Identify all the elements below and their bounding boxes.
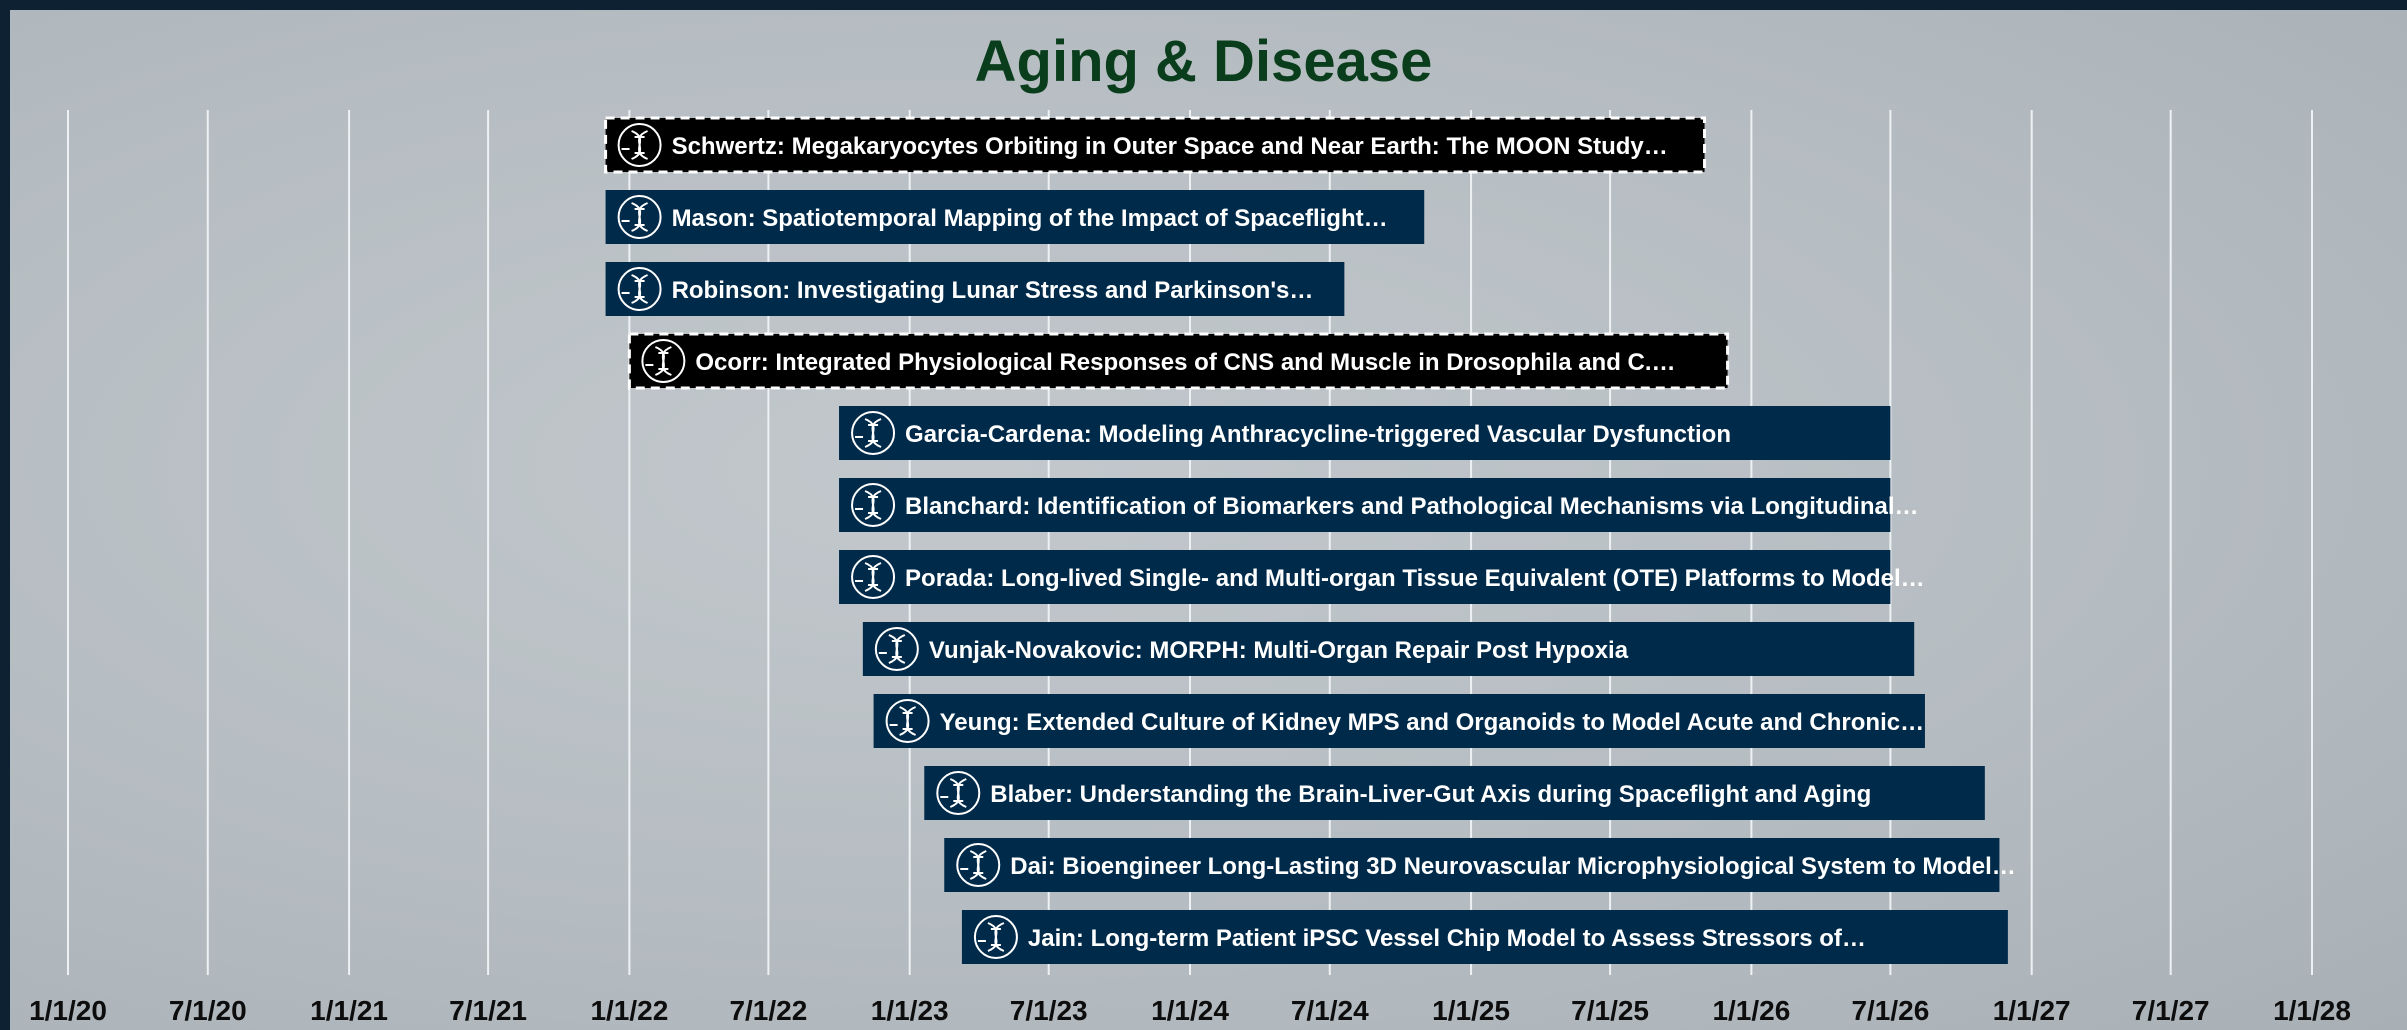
dna-circle-icon	[885, 699, 930, 743]
task-bar: Blaber: Understanding the Brain-Liver-Gu…	[924, 766, 1985, 820]
x-tick-label: 1/1/28	[2273, 995, 2351, 1026]
task-bar: Schwertz: Megakaryocytes Orbiting in Out…	[604, 116, 1707, 174]
x-tick-label: 7/1/26	[1851, 995, 1929, 1026]
x-tick-label: 7/1/22	[729, 995, 807, 1026]
bar-label: Mason: Spatiotemporal Mapping of the Imp…	[672, 205, 1388, 232]
task-bar: Mason: Spatiotemporal Mapping of the Imp…	[605, 190, 1425, 244]
x-tick-label: 1/1/26	[1712, 995, 1790, 1026]
bar-rect	[862, 622, 1915, 676]
bar-label: Vunjak-Novakovic: MORPH: Multi-Organ Rep…	[929, 637, 1629, 664]
dna-circle-icon	[617, 123, 662, 167]
bar-label: Dai: Bioengineer Long-Lasting 3D Neurova…	[1010, 853, 2016, 880]
dna-circle-icon	[874, 627, 919, 671]
x-axis-ticks: 1/1/20 7/1/20 1/1/21 7/1/21 1/1/22 7/1/22 1/1/…	[29, 995, 2351, 1026]
dna-circle-icon	[851, 483, 896, 527]
dna-circle-icon	[973, 915, 1018, 959]
dna-circle-icon	[956, 843, 1001, 887]
bar-label: Garcia-Cardena: Modeling Anthracycline-t…	[905, 421, 1731, 448]
bar-label: Schwertz: Megakaryocytes Orbiting in Out…	[672, 133, 1668, 160]
bar-label: Jain: Long-term Patient iPSC Vessel Chip…	[1028, 925, 1866, 952]
dna-circle-icon	[936, 771, 981, 815]
dna-circle-icon	[617, 195, 662, 239]
bar-label: Blanchard: Identification of Biomarkers …	[905, 493, 1919, 520]
x-tick-label: 7/1/24	[1291, 995, 1369, 1026]
x-tick-label: 7/1/21	[449, 995, 527, 1026]
bar-label: Ocorr: Integrated Physiological Response…	[695, 349, 1675, 376]
task-bar: Porada: Long-lived Single- and Multi-org…	[839, 550, 1925, 604]
x-tick-label: 1/1/27	[1993, 995, 2071, 1026]
task-bar: Dai: Bioengineer Long-Lasting 3D Neurova…	[944, 838, 2016, 892]
task-bar: Yeung: Extended Culture of Kidney MPS an…	[873, 694, 1925, 748]
x-tick-label: 1/1/21	[310, 995, 388, 1026]
x-tick-label: 7/1/23	[1010, 995, 1088, 1026]
x-tick-label: 1/1/24	[1151, 995, 1229, 1026]
bar-rect	[604, 116, 1707, 174]
dna-circle-icon	[851, 555, 896, 599]
task-bars: Schwertz: Megakaryocytes Orbiting in Out…	[604, 116, 2016, 964]
bar-rect	[627, 332, 1730, 390]
bar-rect	[839, 550, 1891, 604]
x-tick-label: 1/1/22	[590, 995, 668, 1026]
x-tick-label: 1/1/23	[871, 995, 949, 1026]
grid-lines	[67, 110, 2313, 975]
chart-title: Aging & Disease	[974, 29, 1433, 94]
bar-rect	[961, 910, 2008, 964]
dna-circle-icon	[641, 339, 686, 383]
task-bar: Garcia-Cardena: Modeling Anthracycline-t…	[839, 406, 1891, 460]
bar-rect	[924, 766, 1985, 820]
bar-rect	[944, 838, 2000, 892]
task-bar: Blanchard: Identification of Biomarkers …	[839, 478, 1919, 532]
bar-label: Blaber: Understanding the Brain-Liver-Gu…	[990, 781, 1871, 808]
bar-label: Robinson: Investigating Lunar Stress and…	[672, 277, 1314, 304]
x-tick-label: 1/1/20	[29, 995, 107, 1026]
task-bar: Jain: Long-term Patient iPSC Vessel Chip…	[961, 910, 2008, 964]
bar-rect	[873, 694, 1925, 748]
bar-rect	[605, 262, 1345, 316]
bar-rect	[839, 406, 1891, 460]
x-tick-label: 7/1/25	[1571, 995, 1649, 1026]
bar-label: Yeung: Extended Culture of Kidney MPS an…	[940, 709, 1925, 736]
bar-label: Porada: Long-lived Single- and Multi-org…	[905, 565, 1925, 592]
dna-circle-icon	[617, 267, 662, 311]
bar-rect	[605, 190, 1425, 244]
bar-rect	[839, 478, 1891, 532]
task-bar: Robinson: Investigating Lunar Stress and…	[605, 262, 1345, 316]
x-tick-label: 7/1/20	[169, 995, 247, 1026]
x-tick-label: 1/1/25	[1432, 995, 1510, 1026]
dna-circle-icon	[851, 411, 896, 455]
task-bar: Vunjak-Novakovic: MORPH: Multi-Organ Rep…	[862, 622, 1915, 676]
x-tick-label: 7/1/27	[2132, 995, 2210, 1026]
task-bar: Ocorr: Integrated Physiological Response…	[627, 332, 1730, 390]
